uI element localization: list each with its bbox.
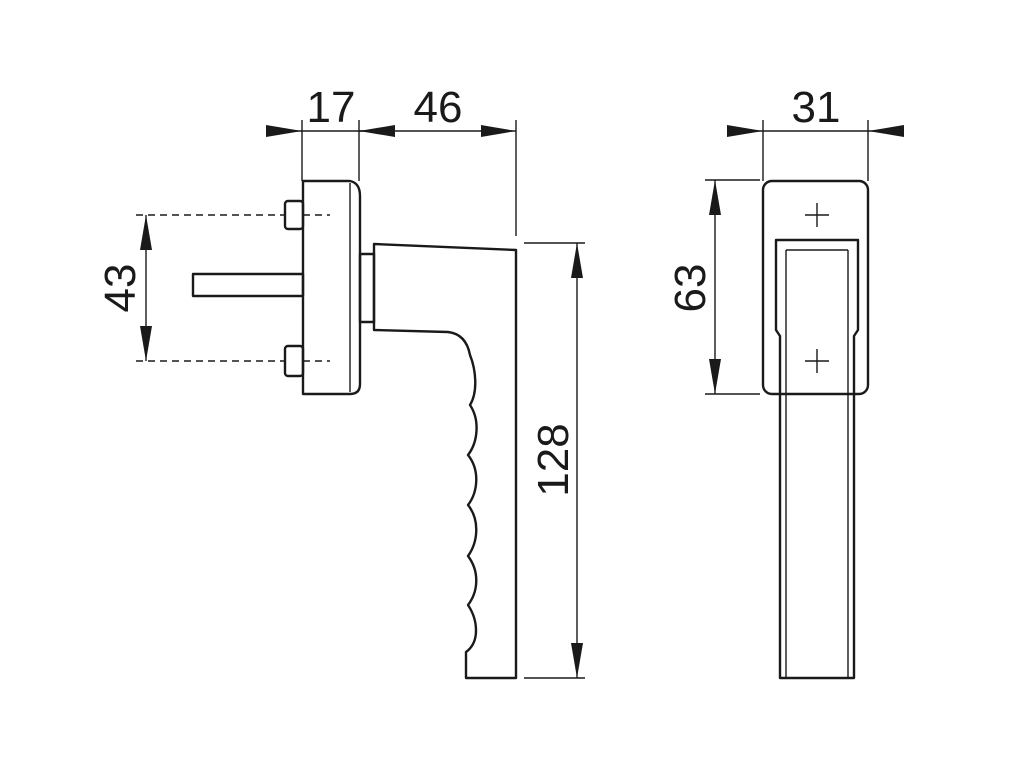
dimension-handle-length: 128 (529, 243, 583, 678)
dimension-screw-spacing: 43 (96, 215, 152, 361)
dimension-handle-projection: 46 (359, 83, 516, 137)
rose-front (761, 179, 870, 396)
dimension-label-128: 128 (529, 423, 578, 496)
upper-screw (136, 199, 330, 231)
collar (358, 252, 376, 324)
dimension-rose-height: 63 (666, 180, 721, 394)
handle-lever-profile (372, 242, 518, 680)
dimension-rose-width: 31 (727, 83, 904, 137)
front-view: 31 63 (666, 83, 904, 680)
lower-screw (136, 344, 330, 378)
spindle (191, 272, 305, 298)
handle-front (774, 238, 860, 680)
dimension-label-43: 43 (96, 264, 145, 313)
side-view: 17 46 43 128 (96, 83, 585, 680)
dimension-label-63: 63 (666, 264, 715, 313)
upper-screw-mark (805, 203, 829, 227)
rose-profile (301, 179, 362, 396)
dimension-label-31: 31 (792, 83, 841, 132)
dimension-rose-depth: 17 (266, 83, 395, 137)
dimension-label-17: 17 (307, 83, 356, 132)
dimension-label-46: 46 (414, 83, 463, 132)
lower-screw-mark (805, 349, 829, 373)
